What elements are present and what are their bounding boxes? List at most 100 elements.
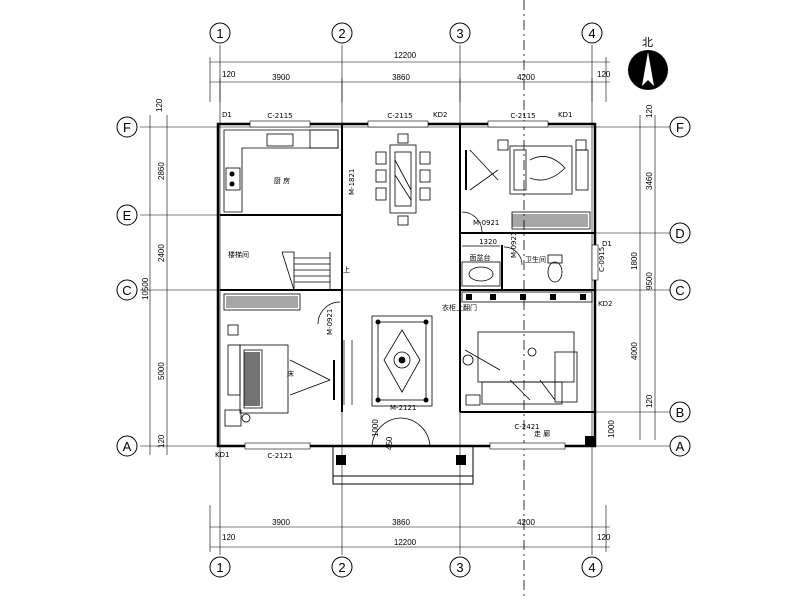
entry-door <box>371 417 431 447</box>
axis-label-A-left: A <box>123 439 132 454</box>
dim-top-total: 12200 <box>394 51 417 60</box>
dim-bath-1320: 1320 <box>479 238 497 246</box>
dim-top-edge-right: 120 <box>597 70 611 79</box>
bedroom-top-right-bed-icon <box>469 139 591 230</box>
axis-label-1-bottom: 1 <box>216 560 223 575</box>
axis-label-B-right: B <box>676 405 685 420</box>
dim-right-f-d: 3460 <box>645 172 654 190</box>
porch-columns <box>336 436 595 465</box>
dim-left-e-c: 2400 <box>157 244 166 262</box>
door-label-kd1-top: KD1 <box>558 111 572 119</box>
stair-up-label: 上 <box>343 265 350 274</box>
dim-top-span-1: 3900 <box>272 73 290 82</box>
axis-label-4-top: 4 <box>588 26 595 41</box>
axis-label-1-top: 1 <box>216 26 223 41</box>
bath-fixtures <box>461 245 563 287</box>
room-label-porch: 走 廊 <box>534 429 550 438</box>
dim-lines-top <box>209 57 610 102</box>
staircase-icon <box>281 251 331 291</box>
stove-icon <box>229 171 235 187</box>
axis-label-E-left: E <box>123 208 132 223</box>
dim-bottom-span-1: 3900 <box>272 518 290 527</box>
study-furniture-icon <box>462 331 578 406</box>
axis-label-4-bottom: 4 <box>588 560 595 575</box>
window-label-bottom-left: C-2121 <box>267 452 292 460</box>
door-label-d1-right: D1 <box>602 240 612 248</box>
dim-right-c-b: 4000 <box>630 342 639 360</box>
door-label-m1821: M-1821 <box>348 169 356 195</box>
axis-bubbles-right <box>669 116 691 457</box>
axis-label-C-right: C <box>675 283 684 298</box>
room-label-stair: 楼梯间 <box>228 250 249 259</box>
axis-label-A-right: A <box>676 439 685 454</box>
window-label-top-mid: C-2115 <box>387 112 412 120</box>
dim-left-total: 10500 <box>141 277 150 300</box>
dim-bottom-total: 12200 <box>394 538 417 547</box>
door-label-kd2-right: KD2 <box>598 300 612 308</box>
bedroom-bottom-left-bed-icon <box>223 293 331 427</box>
axis-label-F-left: F <box>123 120 131 135</box>
dim-bottom-span-2: 3860 <box>392 518 410 527</box>
dim-lines-left <box>149 115 168 455</box>
door-label-kd1-bottom: KD1 <box>215 451 229 459</box>
porch <box>332 445 474 485</box>
axis-bubbles-bottom <box>209 556 603 578</box>
dim-right-b-a: 1000 <box>607 420 616 438</box>
dim-right-edge-top: 120 <box>645 104 654 118</box>
room-label-kitchen: 厨 房 <box>274 176 290 185</box>
interior-walls <box>220 124 595 413</box>
axis-bubbles-top <box>209 22 603 44</box>
room-label-bath: 卫生间 <box>525 255 546 264</box>
bed-pattern <box>244 352 260 406</box>
axis-label-F-right: F <box>676 120 684 135</box>
dim-bottom-edge-right: 120 <box>597 533 611 542</box>
door-label-m0921-c: M-0921 <box>510 232 518 258</box>
dim-right-d-c: 1800 <box>630 252 639 270</box>
door-label-kd2-top: KD2 <box>433 111 447 119</box>
door-label-m0921-a: M-0921 <box>326 309 334 335</box>
window-marks <box>244 120 599 450</box>
study-small-label: 衣柜上翻门 <box>442 303 477 312</box>
dim-lines-right <box>639 115 656 440</box>
bath-counter-marks <box>466 294 586 300</box>
bath-counter <box>461 291 593 303</box>
axis-label-D-right: D <box>675 226 684 241</box>
dim-top-edge-left: 120 <box>222 70 236 79</box>
dim-top-span-2: 3860 <box>392 73 410 82</box>
dim-right-total: 9500 <box>645 272 654 290</box>
bath-small-label: 面盆台 <box>470 253 491 262</box>
exterior-walls <box>216 122 597 448</box>
door-swings <box>317 211 523 405</box>
dim-left-f-e: 2860 <box>157 162 166 180</box>
axis-label-3-bottom: 3 <box>456 560 463 575</box>
bed-small-label: 床 <box>287 369 294 378</box>
rug-corner-marks <box>375 319 429 403</box>
wardrobe-top-right <box>512 214 588 227</box>
window-label-top-right: C-2115 <box>510 112 535 120</box>
door-label-m0921-b: M-0921 <box>473 219 499 227</box>
window-label-bath: C-0915 <box>598 247 606 272</box>
north-arrow-icon <box>628 50 668 90</box>
dim-bottom-edge-left: 120 <box>222 533 236 542</box>
kitchen-counter <box>223 129 339 213</box>
dim-porch-450: 450 <box>385 436 394 450</box>
dim-lines-bottom <box>209 505 610 552</box>
axis-label-C-left: C <box>122 283 131 298</box>
living-room-rug-icon <box>371 315 433 407</box>
door-label-d1-topleft: D1 <box>222 111 232 119</box>
axis-bubbles-left <box>116 116 138 457</box>
dim-left-edge-top: 120 <box>155 98 164 112</box>
dim-left-c-a: 5000 <box>157 362 166 380</box>
axis-label-2-top: 2 <box>338 26 345 41</box>
axis-label-2-bottom: 2 <box>338 560 345 575</box>
axis-label-3-top: 3 <box>456 26 463 41</box>
door-label-m2121: M-2121 <box>390 404 416 412</box>
dim-right-edge-bottom: 120 <box>645 394 654 408</box>
window-label-top-left: C-2115 <box>267 112 292 120</box>
dim-bottom-span-3: 4200 <box>517 518 535 527</box>
dim-top-span-3: 4200 <box>517 73 535 82</box>
wardrobe-bottom-left <box>226 296 298 308</box>
dining-table-icon <box>375 133 431 226</box>
dim-porch-1000: 1000 <box>371 419 380 437</box>
